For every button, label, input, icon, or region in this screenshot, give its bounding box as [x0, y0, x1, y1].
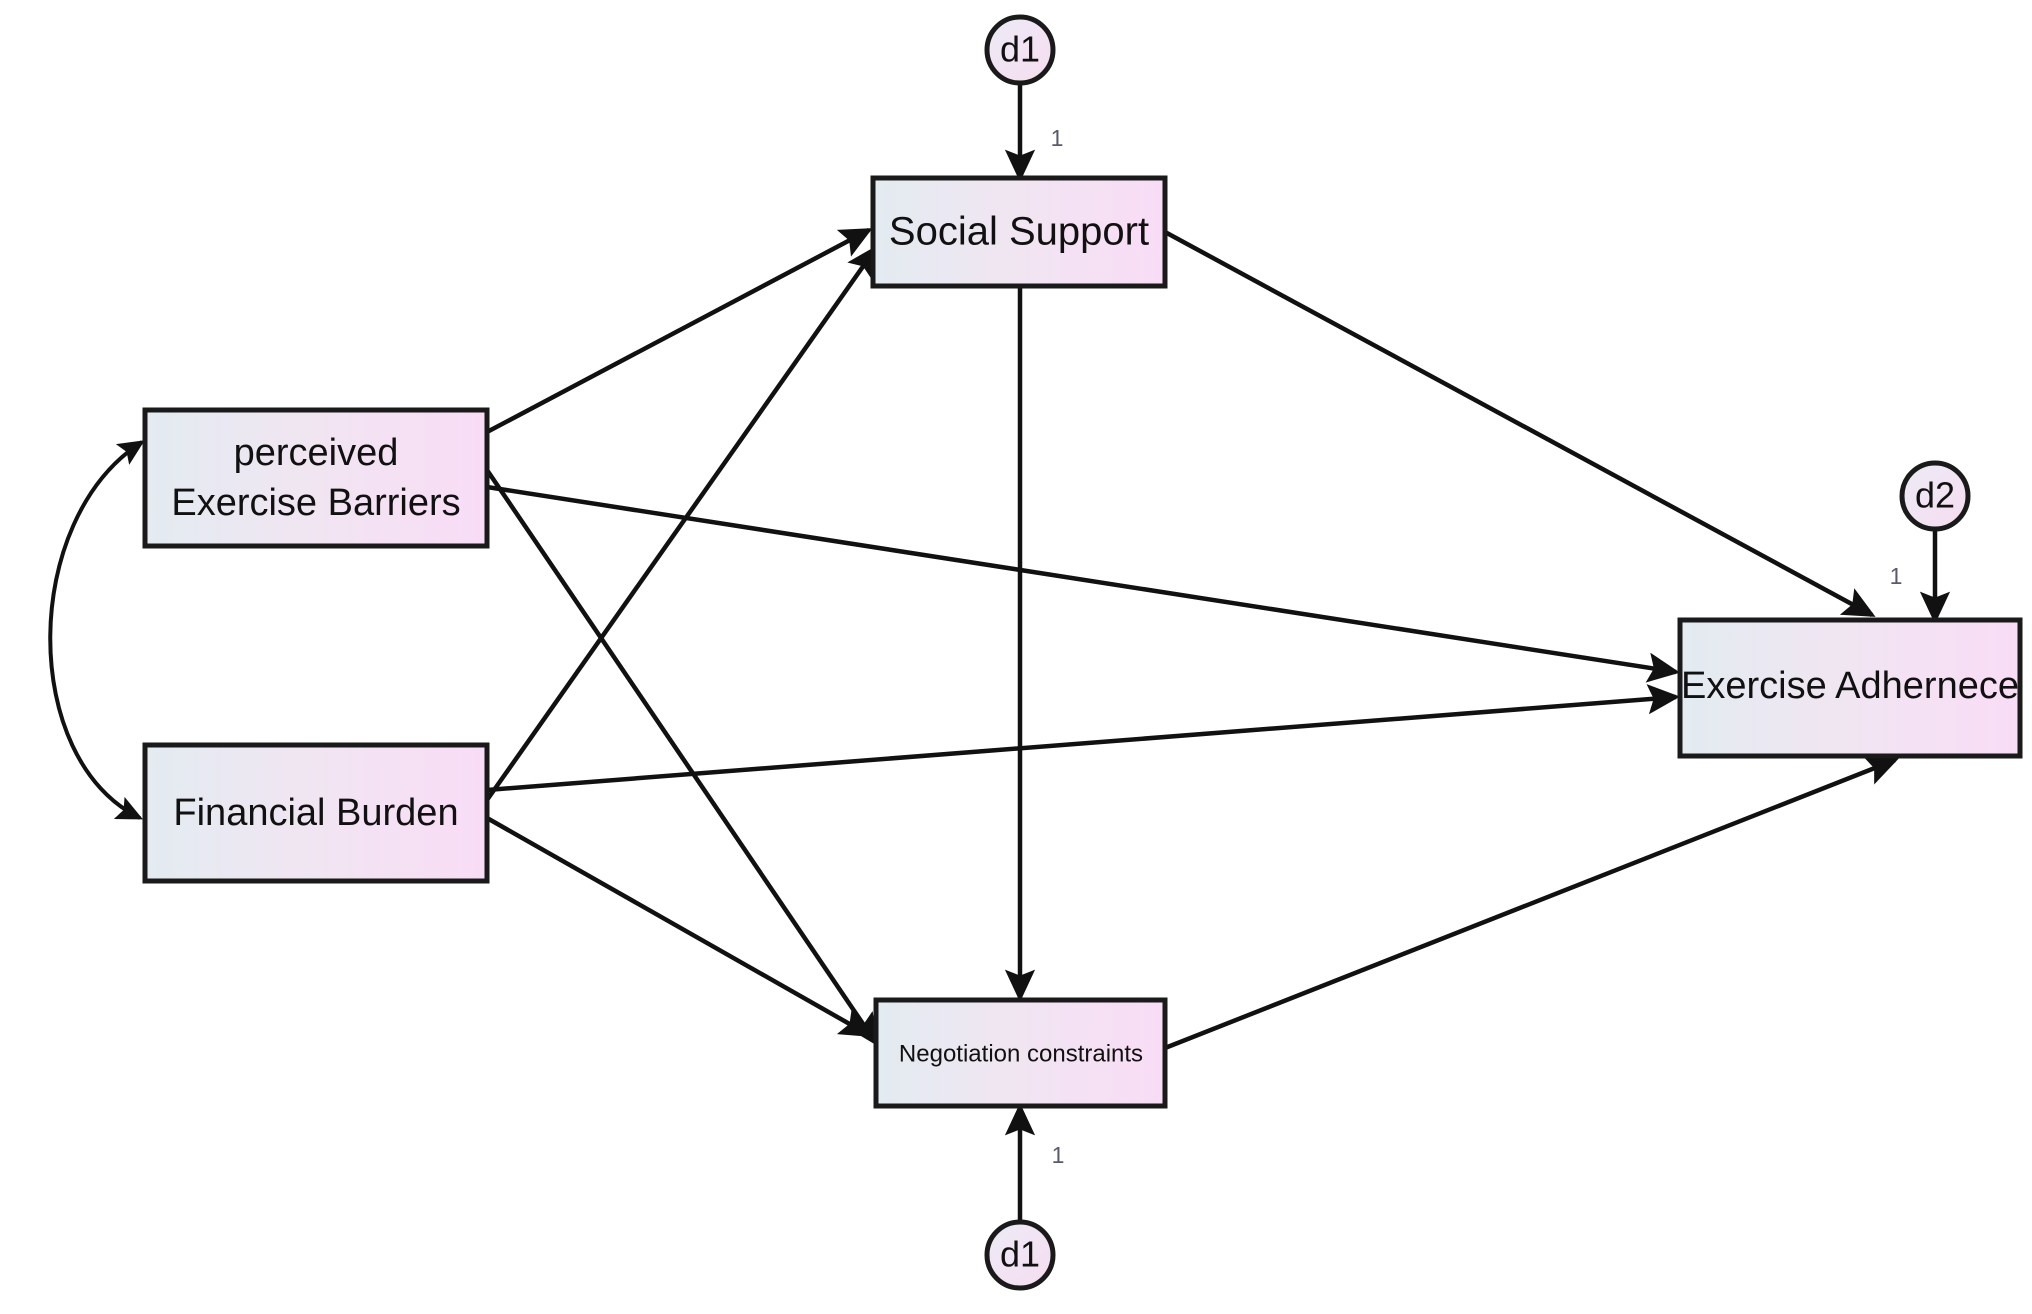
edge-label-d1-bottom-coefficient: 1 [1052, 1142, 1065, 1168]
edge-financial-burden-to-exercise-adherence [486, 684, 1681, 793]
edge-negotiation-constraints-to-exercise-adherence [1164, 756, 1899, 1051]
perceived-exercise-barriers-label-line2: Exercise Barriers [171, 482, 460, 524]
perceived-exercise-barriers-label-line1: perceived [234, 432, 399, 474]
perceived-exercise-barriers-box-shape [142, 407, 490, 549]
social-support-box-shape [870, 175, 1168, 289]
edge-label-d1-top-coefficient: 1 [1051, 125, 1064, 151]
d1-top-label: d1 [1000, 29, 1040, 70]
social-support-label: Social Support [889, 210, 1149, 254]
node-perceived-exercise-barriers[interactable]: perceived Exercise Barriers [142, 407, 490, 549]
edge-barriers-to-social-support [485, 228, 873, 434]
node-layer: d1 1 Social Support perceived Exercise B… [142, 14, 2023, 1291]
node-social-support[interactable]: Social Support [870, 175, 1168, 289]
node-d2[interactable]: d2 [1899, 460, 1971, 532]
d1-bottom-label: d1 [1000, 1234, 1040, 1275]
exercise-adherence-label: Exercise Adhernece [1681, 665, 2019, 707]
negotiation-constraints-label: Negotiation constraints [899, 1040, 1143, 1067]
negotiation-constraints-box-shape [873, 997, 1168, 1109]
financial-burden-box-shape [142, 742, 490, 884]
d1-top-circle-shape [984, 14, 1056, 86]
d2-circle-shape [1899, 460, 1971, 532]
edge-social-support-to-exercise-adherence [1163, 230, 1876, 617]
edge-financial-burden-to-social-support [485, 244, 879, 802]
edge-financial-burden-to-negotiation-constraints [485, 816, 873, 1038]
edge-covariance-barriers-financial-burden [48, 440, 145, 820]
financial-burden-label: Financial Burden [173, 792, 458, 834]
edge-label-d2-coefficient: 1 [1890, 563, 1903, 589]
edge-layer [48, 84, 1951, 1222]
node-financial-burden[interactable]: Financial Burden [142, 742, 490, 884]
node-d1-top[interactable]: d1 [984, 14, 1056, 86]
edge-barriers-to-exercise-adherence [486, 484, 1681, 683]
d2-label: d2 [1915, 475, 1955, 516]
node-negotiation-constraints[interactable]: Negotiation constraints [873, 997, 1168, 1109]
exercise-adherence-box-shape [1677, 617, 2023, 759]
edge-barriers-to-negotiation-constraints [485, 468, 879, 1047]
d1-bottom-circle-shape [984, 1219, 1056, 1291]
node-exercise-adherence[interactable]: Exercise Adhernece [1677, 617, 2023, 759]
node-d1-bottom[interactable]: d1 [984, 1219, 1056, 1291]
